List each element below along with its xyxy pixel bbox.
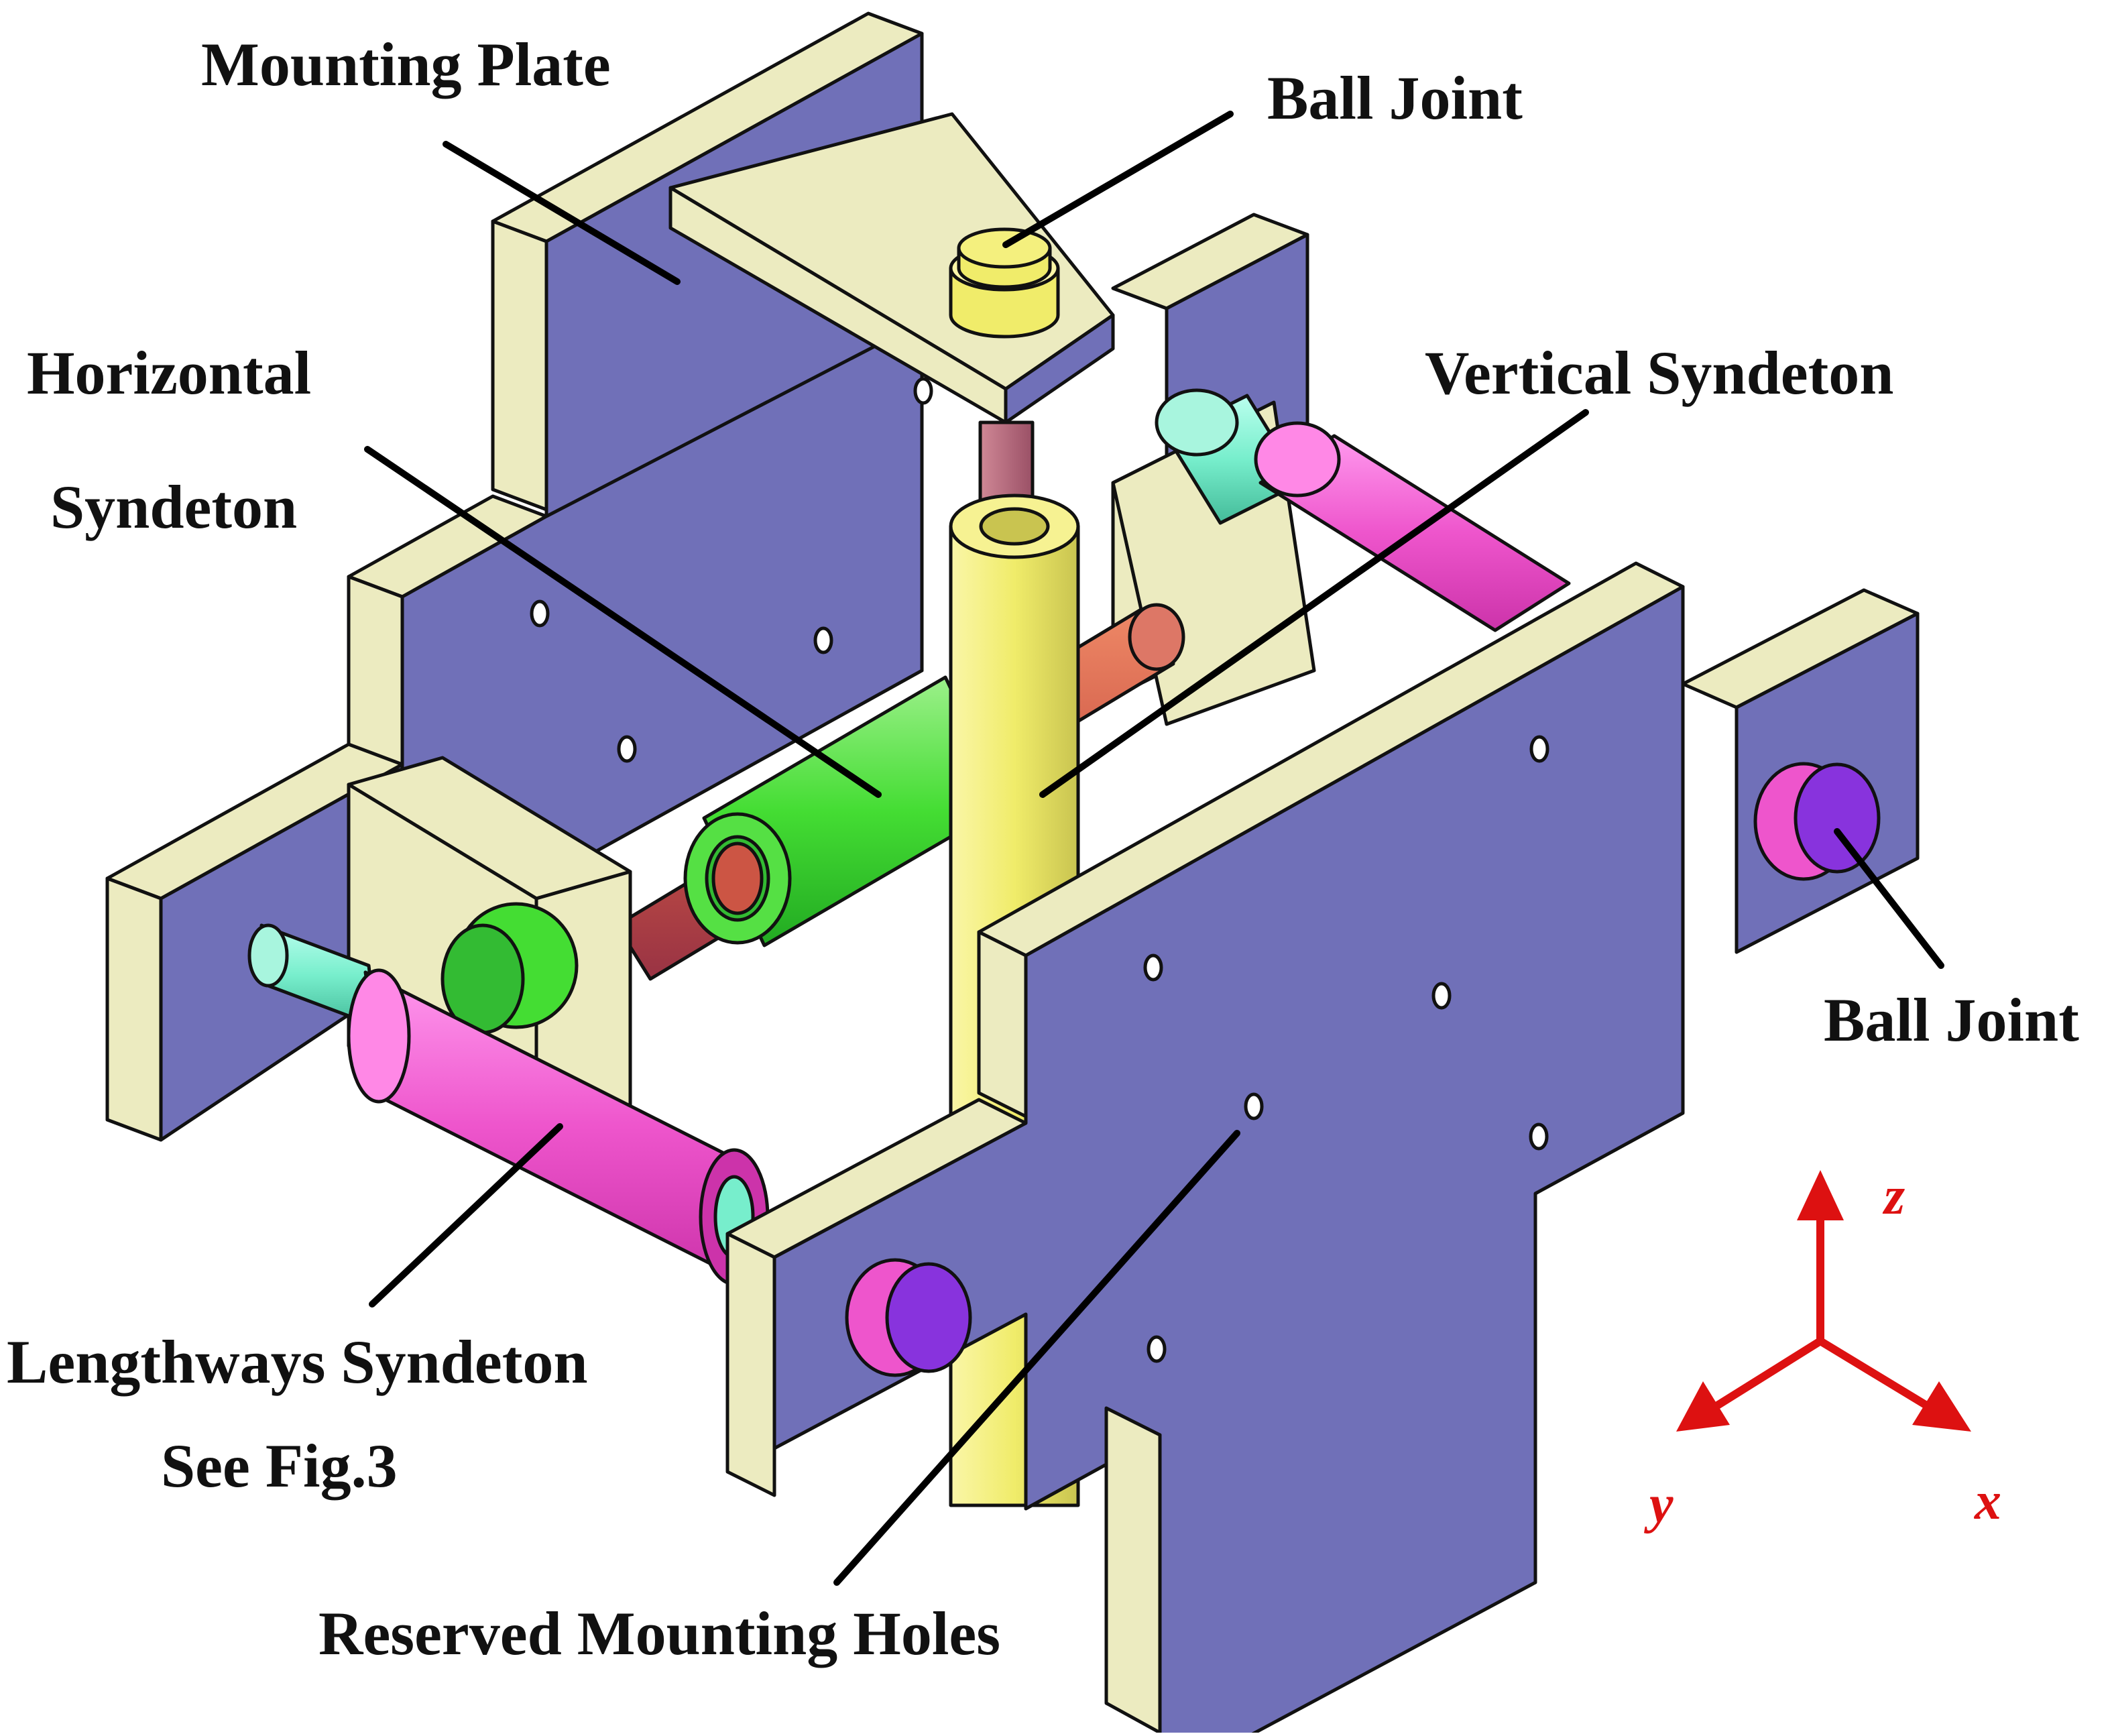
label-ball-joint-right: Ball Joint: [1824, 986, 2079, 1054]
label-reserved-mounting-holes: Reserved Mounting Holes: [318, 1599, 1001, 1668]
label-horizontal-syndeton-line2: Syndeton: [50, 473, 298, 541]
label-mounting-plate: Mounting Plate: [201, 30, 611, 99]
top-ball-joint: [949, 227, 1060, 339]
label-ball-joint-top: Ball Joint: [1267, 64, 1523, 132]
y-axis-label: y: [1643, 1475, 1674, 1534]
label-lengthways-syndeton-line1: Lengthways Syndeton: [7, 1328, 588, 1396]
label-horizontal-syndeton-line1: Horizontal: [27, 339, 312, 407]
label-lengthways-syndeton-line2: See Fig.3: [161, 1432, 398, 1500]
z-axis-label: z: [1882, 1167, 1905, 1226]
x-axis-line: [1816, 1337, 1935, 1412]
front-ball-joint: [845, 1258, 972, 1377]
y-axis-line: [1709, 1337, 1824, 1412]
y-axis-arrowhead: [1676, 1381, 1730, 1432]
front-mounting-plate: [725, 561, 1920, 1736]
mounting-holes: [530, 377, 1549, 1363]
right-ball-joint: [1753, 762, 1881, 881]
z-axis-arrowhead: [1797, 1170, 1844, 1220]
label-vertical-syndeton: Vertical Syndeton: [1425, 339, 1894, 407]
x-axis-label: x: [1974, 1472, 2001, 1531]
coordinate-axes: [1676, 1170, 1971, 1432]
leader-lines: [364, 111, 1944, 1586]
lower-lengthways-syndeton: [247, 923, 770, 1286]
x-axis-arrowhead: [1912, 1381, 1971, 1432]
